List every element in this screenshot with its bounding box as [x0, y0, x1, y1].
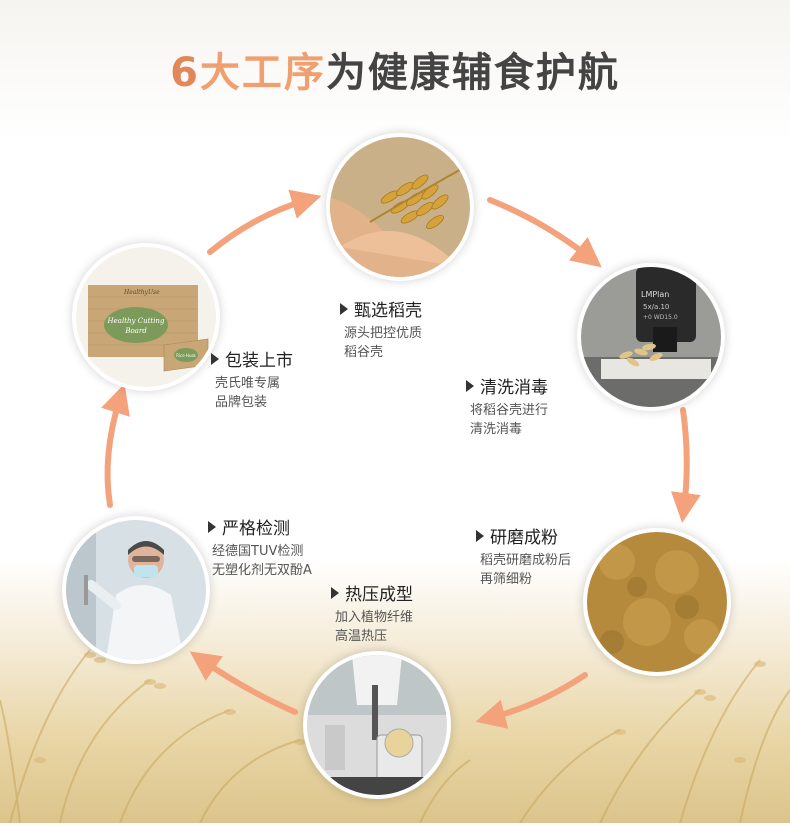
title-rest: 为健康辅食护航: [325, 50, 620, 96]
title-number: 6: [170, 50, 200, 96]
arrow-1-to-2: [487, 197, 602, 268]
step-select-husk: 甄选稻壳 源头把控优质稻谷壳: [340, 296, 422, 362]
triangle-bullet-icon: [331, 587, 339, 599]
step-label: 甄选稻壳: [354, 301, 422, 321]
triangle-bullet-icon: [476, 530, 484, 542]
triangle-bullet-icon: [466, 380, 474, 392]
step-strict-testing: 严格检测 经德国TUV检测无塑化剂无双酚A: [208, 514, 312, 580]
step-description: 源头把控优质稻谷壳: [344, 326, 423, 360]
step-clean-disinfect: 清洗消毒 将稻谷壳进行清洗消毒: [466, 373, 548, 439]
package-subtitle: Board: [124, 327, 147, 335]
lens-wd: +0 WD15.0: [643, 314, 678, 321]
header-background: [0, 0, 790, 140]
microscope-icon: LMPlan 5x/a.10 +0 WD15.0: [577, 263, 725, 411]
arrow-3-to-4: [475, 672, 588, 729]
lens-spec: 5x/a.10: [643, 303, 669, 311]
package-title: Healthy Cutting: [107, 317, 165, 325]
package-small-label: Rice Husk: [176, 353, 196, 358]
rice-grain-icon: [326, 133, 474, 281]
arrow-2-to-3: [670, 407, 701, 523]
powder-icon: [583, 528, 731, 676]
scientist-icon: [62, 516, 210, 664]
title-highlight: 大工序: [199, 50, 326, 96]
step-hot-press: 热压成型 加入植物纤维高温热压: [331, 580, 413, 646]
triangle-bullet-icon: [208, 521, 216, 533]
step-label: 研磨成粉: [490, 528, 558, 548]
step-label: 清洗消毒: [480, 378, 548, 398]
step-description: 经德国TUV检测无塑化剂无双酚A: [212, 544, 312, 578]
step-description: 将稻谷壳进行清洗消毒: [470, 403, 549, 437]
step-grind-powder: 研磨成粉 稻壳研磨成粉后再筛细粉: [476, 523, 571, 589]
step-description: 稻壳研磨成粉后再筛细粉: [480, 553, 572, 587]
arrow-4-to-5: [189, 651, 298, 715]
triangle-bullet-icon: [211, 353, 219, 365]
step-packaging: 包装上市 壳氏唯专属品牌包装: [211, 346, 293, 412]
package-brand: HealthyUse: [123, 289, 160, 296]
triangle-bullet-icon: [340, 303, 348, 315]
lab-equipment-icon: [303, 651, 451, 799]
arrow-5-to-6: [101, 383, 130, 508]
step-label: 严格检测: [222, 519, 290, 539]
lens-label: LMPlan: [641, 290, 669, 299]
step-label: 包装上市: [225, 351, 293, 371]
step-label: 热压成型: [345, 585, 413, 605]
package-box-icon: HealthyUse Healthy Cutting Board Rice Hu…: [72, 243, 220, 391]
step-description: 壳氏唯专属品牌包装: [215, 376, 281, 410]
step-description: 加入植物纤维高温热压: [335, 610, 414, 644]
page-title: 6大工序为健康辅食护航: [0, 40, 790, 98]
arrow-6-to-1: [207, 189, 322, 255]
